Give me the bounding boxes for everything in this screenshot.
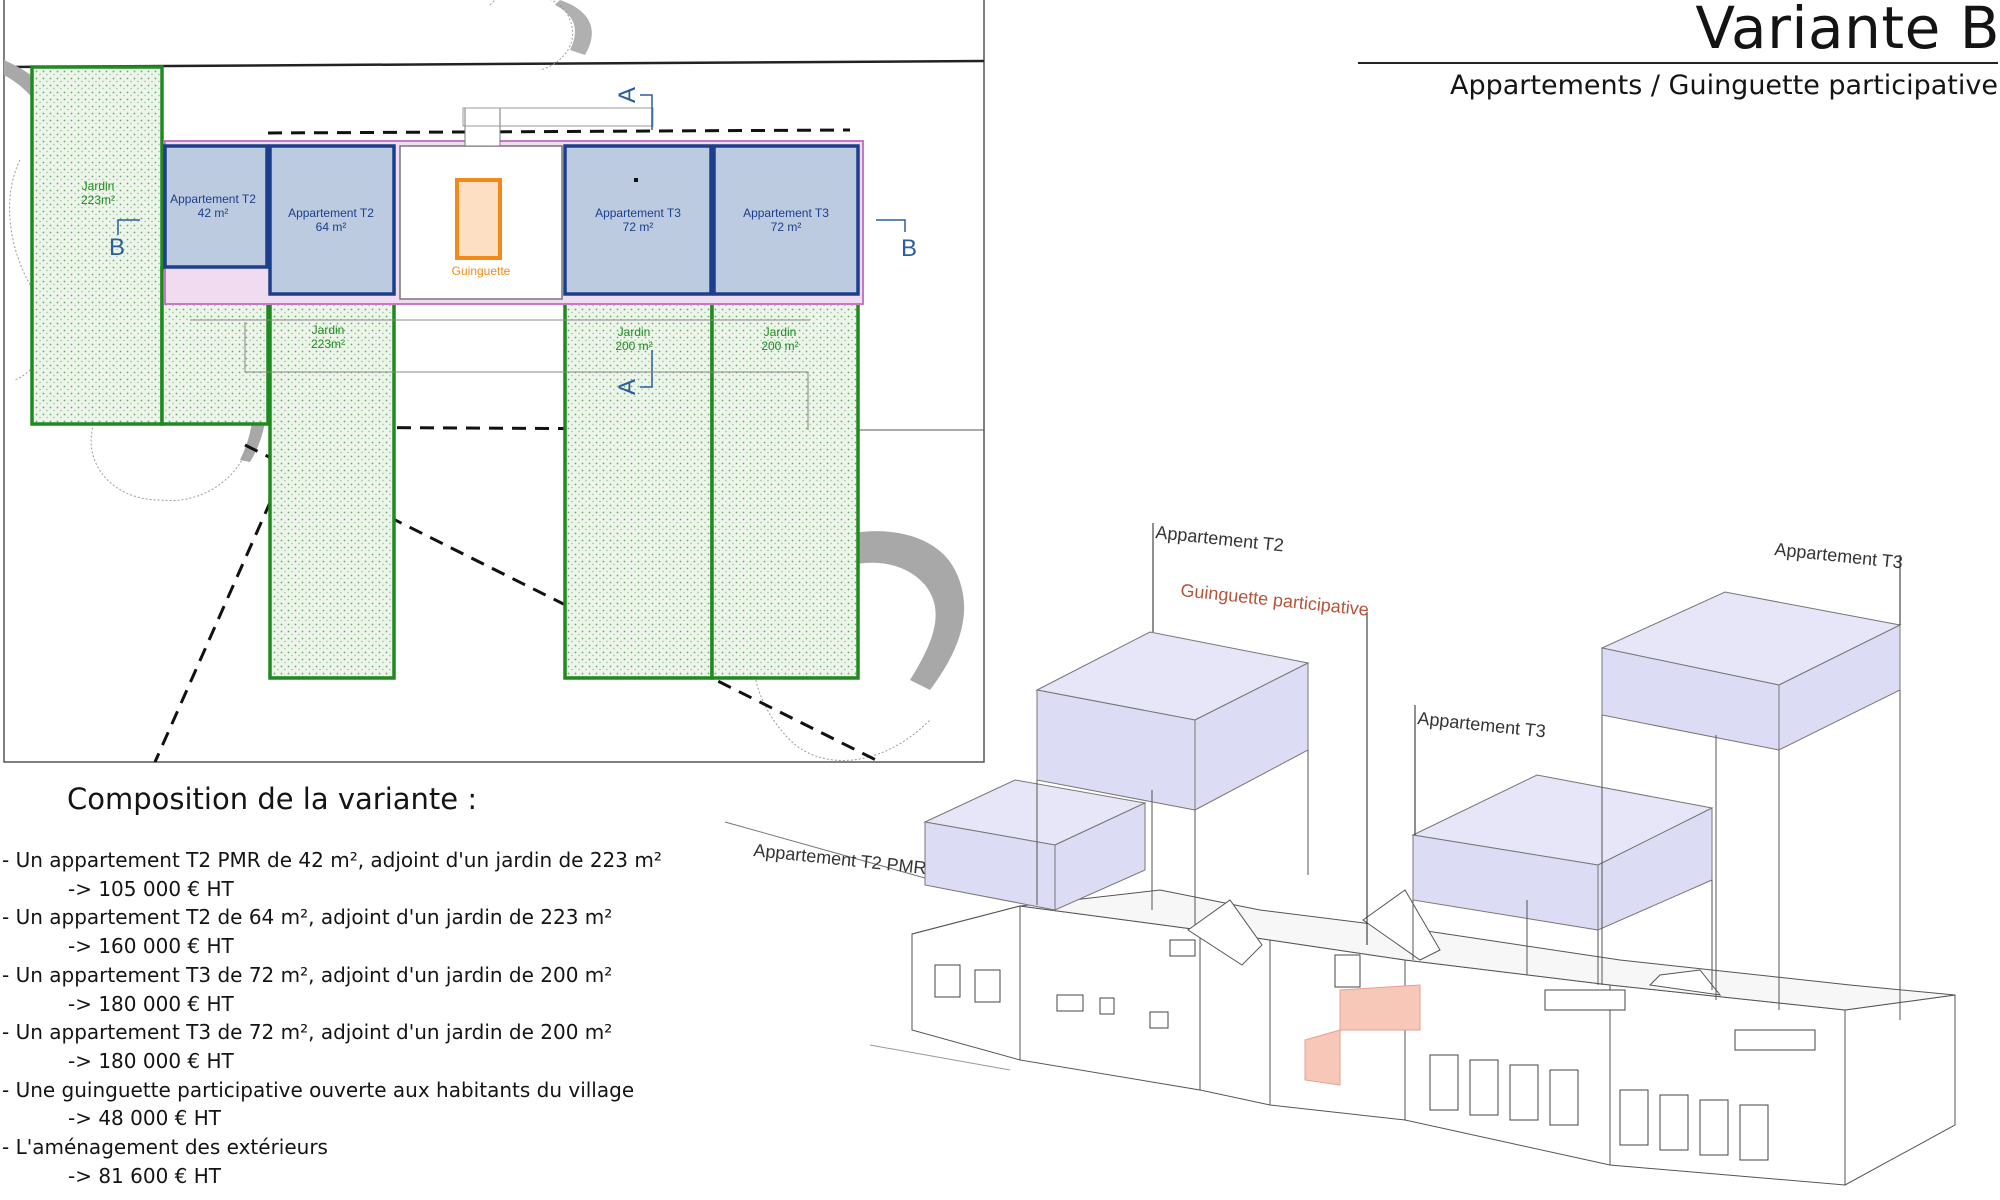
composition-item: - L'aménagement des extérieurs -> 81 600 … (2, 1133, 662, 1190)
plan-labels: Jardin 223m² Appartement T2 42 m² Appart… (81, 87, 917, 395)
apt-t3b-plan (712, 144, 860, 296)
volumes (923, 591, 1902, 931)
composition-item-price: -> 180 000 € HT (68, 1048, 234, 1073)
apt-t3a-plan (563, 144, 713, 296)
garden-area-2: 223m² (311, 337, 345, 351)
composition-item: - Une guinguette participative ouverte a… (2, 1076, 662, 1133)
apt-t3b-label: Appartement T3 (743, 206, 829, 220)
composition-item-text: - Un appartement T3 de 72 m², adjoint d'… (2, 962, 613, 987)
composition-item-price: -> 105 000 € HT (68, 876, 234, 901)
apt-t3b-area: 72 m² (771, 220, 802, 234)
axo-label-guinguette: Guinguette participative (1180, 580, 1370, 620)
tree-outline-top (489, 0, 574, 71)
page-subtitle: Appartements / Guinguette participative (1450, 70, 1998, 101)
composition-item-text: - L'aménagement des extérieurs (2, 1135, 328, 1160)
composition-item: - Un appartement T2 PMR de 42 m², adjoin… (2, 846, 662, 903)
section-a-bottom: A (614, 379, 641, 395)
garden-label-3: Jardin (618, 325, 651, 339)
composition-title: Composition de la variante : (67, 782, 478, 816)
section-a-top: A (614, 87, 641, 103)
axo-windows (934, 939, 1816, 1161)
garden-4 (710, 301, 860, 680)
apt-t2-pmr-plan (163, 144, 269, 269)
composition-item: - Un appartement T2 de 64 m², adjoint d'… (2, 903, 662, 960)
axo-ref-line (724, 821, 926, 879)
tree-outline-left (90, 419, 251, 502)
axo-label-t3-mid: Appartement T3 (1417, 708, 1547, 741)
garden-1-left (30, 65, 164, 426)
composition-item-text: - Un appartement T3 de 72 m², adjoint d'… (2, 1020, 613, 1045)
guinguette-plan-label: Guinguette (452, 264, 511, 278)
apt-t2-plan (268, 144, 396, 296)
title-divider (1358, 62, 1998, 64)
composition-item-price: -> 48 000 € HT (68, 1106, 222, 1131)
garden-label-4: Jardin (764, 325, 797, 339)
axonometric-view (724, 523, 1956, 1186)
axo-label-t2-pmr: Appartement T2 PMR (753, 840, 928, 878)
garden-area-4: 200 m² (761, 339, 798, 353)
guinguette-plan (455, 178, 502, 260)
apt-t3a-label: Appartement T3 (595, 206, 681, 220)
gardens (30, 65, 860, 680)
composition-item-text: - Un appartement T2 PMR de 42 m², adjoin… (2, 848, 662, 872)
composition-item-text: - Un appartement T2 de 64 m², adjoint d'… (2, 905, 613, 930)
axo-label-t3-right: Appartement T3 (1774, 539, 1904, 572)
axo-label-t2: Appartement T2 (1155, 522, 1285, 555)
garden-area-1: 223m² (81, 193, 115, 207)
garden-2 (268, 301, 396, 680)
apt-t2-pmr-label: Appartement T2 (170, 192, 256, 206)
plan-marker (634, 178, 638, 182)
tree-shadow-top (555, 0, 592, 55)
entrance-porch (464, 107, 501, 147)
section-b-left: B (109, 234, 125, 261)
apt-t3a-area: 72 m² (623, 220, 654, 234)
composition-list: - Un appartement T2 PMR de 42 m², adjoin… (2, 846, 662, 1190)
projection-lines (1036, 690, 1901, 1020)
tree-outline-right (752, 599, 931, 761)
ground-line-2 (244, 322, 809, 430)
axo-ref-line-3 (869, 1044, 1011, 1071)
apt-t2-area: 64 m² (316, 220, 347, 234)
label-leaders (1152, 523, 1901, 945)
apt-t2-label: Appartement T2 (288, 206, 374, 220)
section-markers (117, 94, 906, 388)
garden-label-2: Jardin (312, 323, 345, 337)
garden-label-1: Jardin (82, 179, 115, 193)
garden-3 (563, 301, 714, 680)
composition-item: - Un appartement T3 de 72 m², adjoint d'… (2, 1018, 662, 1075)
site-plan (3, 0, 985, 764)
composition-item: - Un appartement T3 de 72 m², adjoint d'… (2, 961, 662, 1018)
entrance-steps (462, 107, 654, 127)
apt-t2-pmr-area: 42 m² (198, 206, 229, 220)
composition-item-price: -> 81 600 € HT (68, 1163, 222, 1188)
composition-item-price: -> 180 000 € HT (68, 991, 234, 1016)
guinguette-volume (1304, 984, 1421, 1086)
page-title: Variante B (1695, 0, 2000, 62)
tree-shadow-right (790, 531, 965, 690)
garden-area-3: 200 m² (615, 339, 652, 353)
composition-item-text: - Une guinguette participative ouverte a… (2, 1077, 635, 1102)
section-b-right: B (901, 235, 917, 262)
road-line (3, 59, 985, 69)
composition-item-price: -> 160 000 € HT (68, 934, 234, 959)
